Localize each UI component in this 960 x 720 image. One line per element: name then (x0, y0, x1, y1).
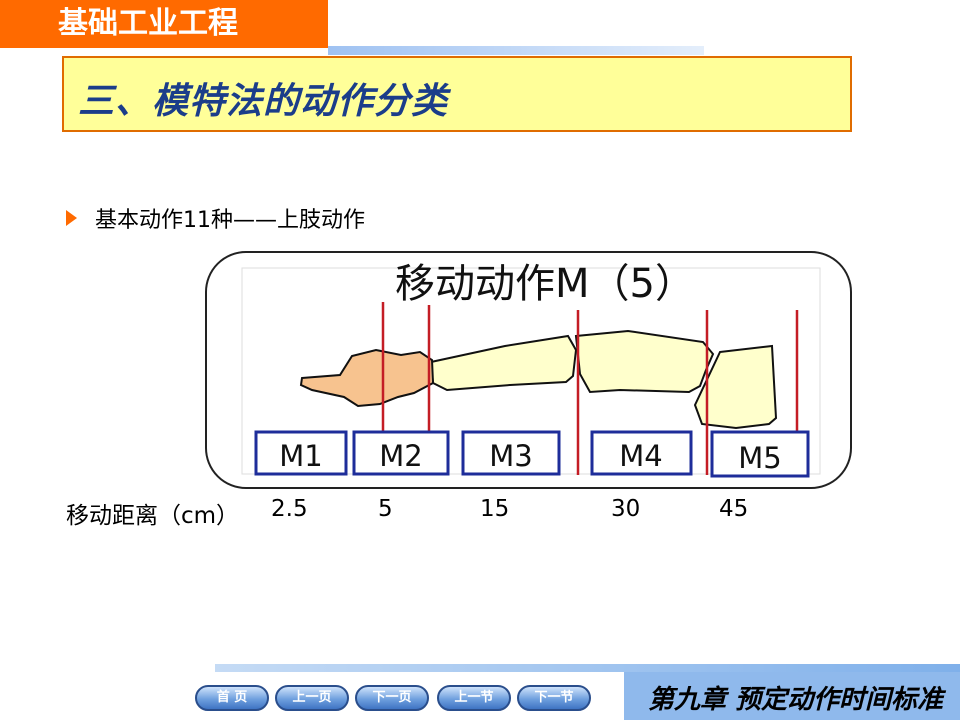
zone-box-m4: M4 (590, 430, 693, 476)
previous-page-button[interactable]: 上一页 (275, 685, 349, 711)
forearm-shape (574, 329, 715, 394)
chapter-title: 第九章 预定动作时间标准法 (648, 685, 944, 715)
zone-box-m2: M2 (352, 430, 450, 476)
home-page-button[interactable]: 首 页 (195, 685, 269, 711)
zone-label: M4 (619, 439, 662, 473)
course-title-tab: 基础工业工程 (0, 0, 328, 48)
distance-value: 2.5 (271, 496, 308, 522)
previous-section-button[interactable]: 上一节 (437, 685, 511, 711)
chapter-banner: 第九章 预定动作时间标准法 (624, 672, 960, 720)
figure-title: 移动动作M（5） (395, 261, 695, 307)
distance-value: 15 (480, 496, 510, 522)
distance-value: 30 (611, 496, 641, 522)
zone-label: M2 (379, 439, 422, 473)
zone-box-m1: M1 (254, 430, 348, 476)
distance-label: 移动距离（cm） (66, 503, 240, 529)
distance-value: 5 (378, 496, 393, 522)
slide-title-box: 三、模特法的动作分类 (62, 56, 852, 132)
hand-shape (299, 348, 435, 408)
bullet-text: 基本动作11种——上肢动作 (95, 208, 365, 233)
header-gradient-bar (328, 46, 704, 55)
next-section-button[interactable]: 下一节 (517, 685, 591, 711)
zone-box-m5: M5 (710, 430, 810, 478)
bullet-item: 基本动作11种——上肢动作 (66, 203, 365, 233)
slide-title: 三、模特法的动作分类 (78, 81, 449, 122)
zone-label: M3 (489, 439, 532, 473)
bullet-arrow-icon (66, 210, 77, 226)
zone-label: M1 (279, 439, 322, 473)
wrist-shape (429, 334, 578, 392)
upper-arm-shape (693, 344, 778, 430)
distance-value: 45 (719, 496, 749, 522)
next-page-button[interactable]: 下一页 (355, 685, 429, 711)
zone-box-m3: M3 (461, 430, 561, 476)
footer-gradient-bar (215, 664, 960, 672)
zone-label: M5 (738, 441, 781, 475)
